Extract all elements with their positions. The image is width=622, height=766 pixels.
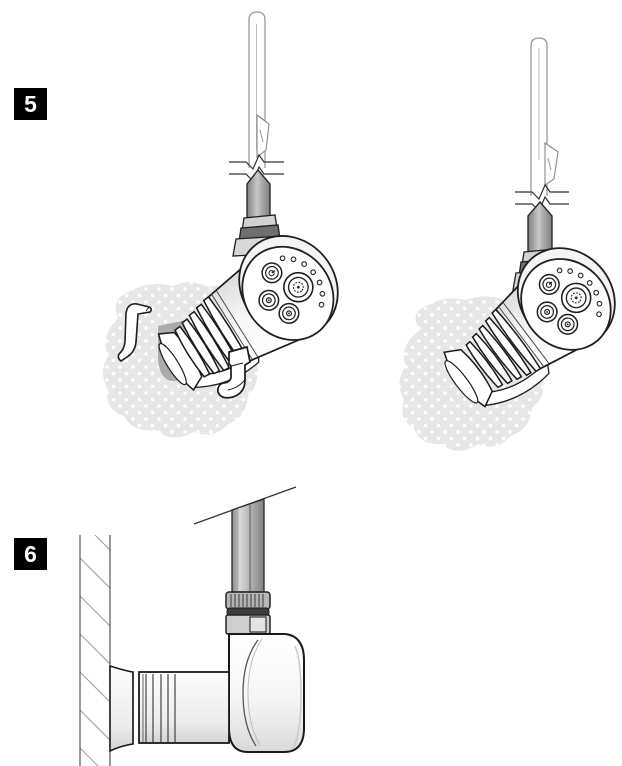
thermostat-dial <box>560 282 592 314</box>
cut-marker <box>544 141 559 187</box>
element-sleeve <box>138 671 230 744</box>
element-shaft <box>246 168 271 221</box>
control-button-left <box>258 289 280 311</box>
control-button-left <box>536 301 558 323</box>
figure-heater-with-clip-and-hook <box>103 11 339 438</box>
figure-wall-mounted-head <box>79 486 305 766</box>
element-collar <box>225 614 271 635</box>
ribbed-fins <box>157 295 250 392</box>
led-indicator-dots <box>556 267 603 318</box>
cable-hook <box>217 345 251 399</box>
element-shaft <box>527 200 553 255</box>
step-6-badge: 6 <box>14 538 47 570</box>
step-5-badge: 5 <box>14 88 47 120</box>
riser-pipe <box>231 498 265 593</box>
thermostat-dial <box>283 271 314 303</box>
mounting-clip <box>117 303 153 362</box>
led-indicator-dots <box>279 255 326 308</box>
threaded-locknut <box>225 591 271 610</box>
control-face <box>238 235 339 341</box>
power-button <box>261 262 283 284</box>
power-button <box>538 273 560 295</box>
cut-marker <box>256 113 270 159</box>
control-housing-side <box>228 633 305 753</box>
figure-heater-inserted <box>399 37 616 451</box>
control-face <box>516 247 616 351</box>
wall-escutcheon <box>109 664 134 753</box>
ribbed-fins <box>443 308 542 408</box>
control-button-right <box>278 302 300 324</box>
wall-section-hatched <box>79 535 111 766</box>
control-button-right <box>557 313 579 335</box>
